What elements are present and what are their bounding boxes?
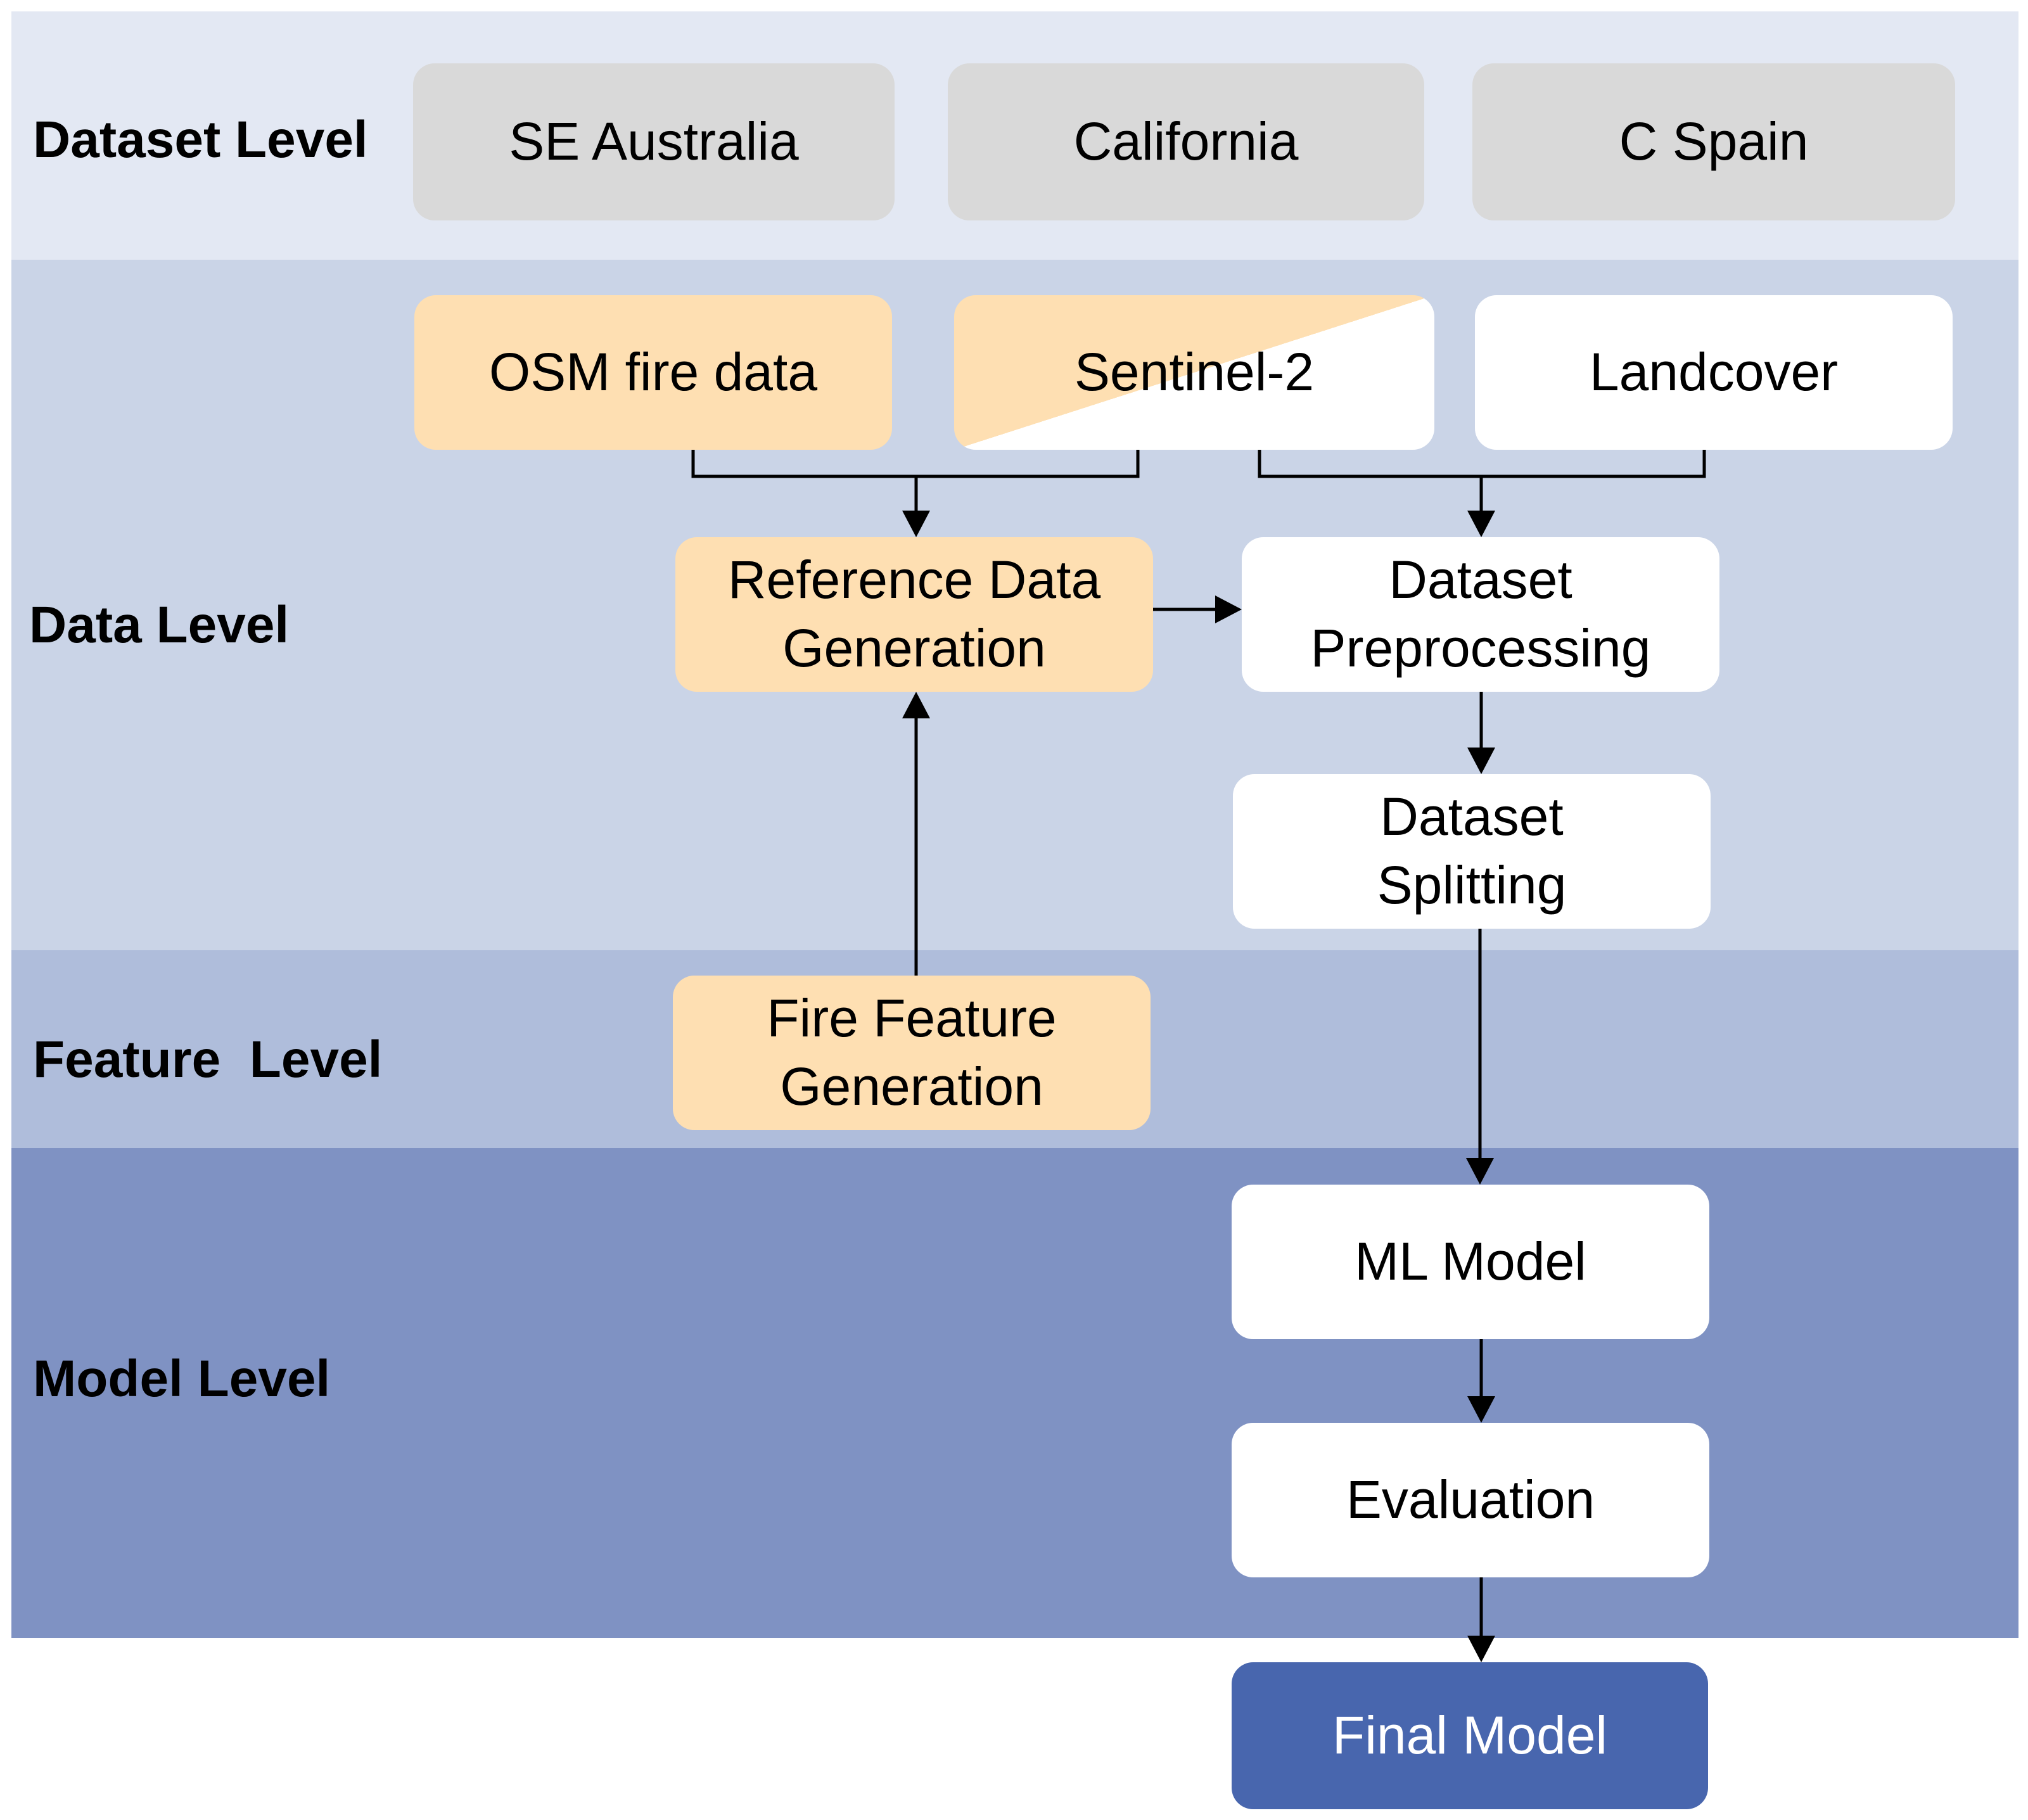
- dataset-level-label: Dataset Level: [33, 111, 368, 169]
- arrowhead-evaluation-to-final: [1467, 1636, 1495, 1662]
- final-model-box: Final Model: [1232, 1662, 1708, 1809]
- preprocessing-line1: Dataset: [1389, 550, 1572, 610]
- arrowhead-fire-feature-to-reference: [902, 692, 930, 718]
- feature-level-label: Feature Level: [33, 1031, 383, 1088]
- evaluation-label: Evaluation: [1346, 1470, 1595, 1530]
- fire-feature-generation-box: Fire Feature Generation: [673, 976, 1151, 1130]
- arrowhead-to-reference: [902, 511, 930, 537]
- model-level-label: Model Level: [33, 1350, 331, 1408]
- splitting-line1: Dataset: [1380, 787, 1564, 847]
- final-model-label: Final Model: [1332, 1705, 1608, 1766]
- arrowhead-splitting-to-ml-model: [1466, 1158, 1494, 1185]
- preprocessing-line2: Preprocessing: [1310, 618, 1651, 678]
- data-level-label: Data Level: [29, 596, 290, 654]
- source-sentinel2-label: Sentinel-2: [1074, 342, 1315, 402]
- source-osm-fire-label: OSM fire data: [488, 342, 818, 402]
- source-box-sentinel-2: Sentinel-2: [954, 295, 1434, 450]
- dataset-c-spain-label: C Spain: [1619, 111, 1809, 172]
- dataset-preprocessing-box: Dataset Preprocessing: [1242, 537, 1719, 692]
- evaluation-box: Evaluation: [1232, 1423, 1709, 1577]
- arrowhead-ml-model-to-evaluation: [1467, 1396, 1495, 1423]
- source-box-landcover: Landcover: [1475, 295, 1953, 450]
- dataset-box-c-spain: C Spain: [1472, 63, 1955, 220]
- dataset-box-se-australia: SE Australia: [413, 63, 895, 220]
- source-box-osm-fire-data: OSM fire data: [414, 295, 892, 450]
- splitting-line2: Splitting: [1377, 855, 1567, 915]
- arrowhead-to-preprocessing: [1467, 511, 1495, 537]
- dataset-splitting-box: Dataset Splitting: [1233, 774, 1711, 929]
- reference-line2: Generation: [782, 618, 1046, 678]
- reference-line1: Reference Data: [727, 550, 1101, 610]
- fire-feature-line1: Fire Feature: [767, 988, 1057, 1048]
- source-landcover-label: Landcover: [1589, 342, 1839, 402]
- ml-model-label: ML Model: [1355, 1231, 1586, 1292]
- dataset-california-label: California: [1073, 111, 1299, 172]
- ml-model-box: ML Model: [1232, 1185, 1709, 1339]
- dataset-box-california: California: [948, 63, 1424, 220]
- arrowhead-preprocessing-to-splitting: [1467, 748, 1495, 774]
- bracket-osm-sentinel: [691, 450, 1140, 478]
- arrowhead-reference-to-preprocessing: [1215, 595, 1242, 623]
- dataset-se-australia-label: SE Australia: [509, 111, 799, 172]
- fire-feature-line2: Generation: [780, 1057, 1043, 1116]
- bracket-sentinel-landcover: [1258, 450, 1706, 478]
- reference-data-generation-box: Reference Data Generation: [675, 537, 1153, 692]
